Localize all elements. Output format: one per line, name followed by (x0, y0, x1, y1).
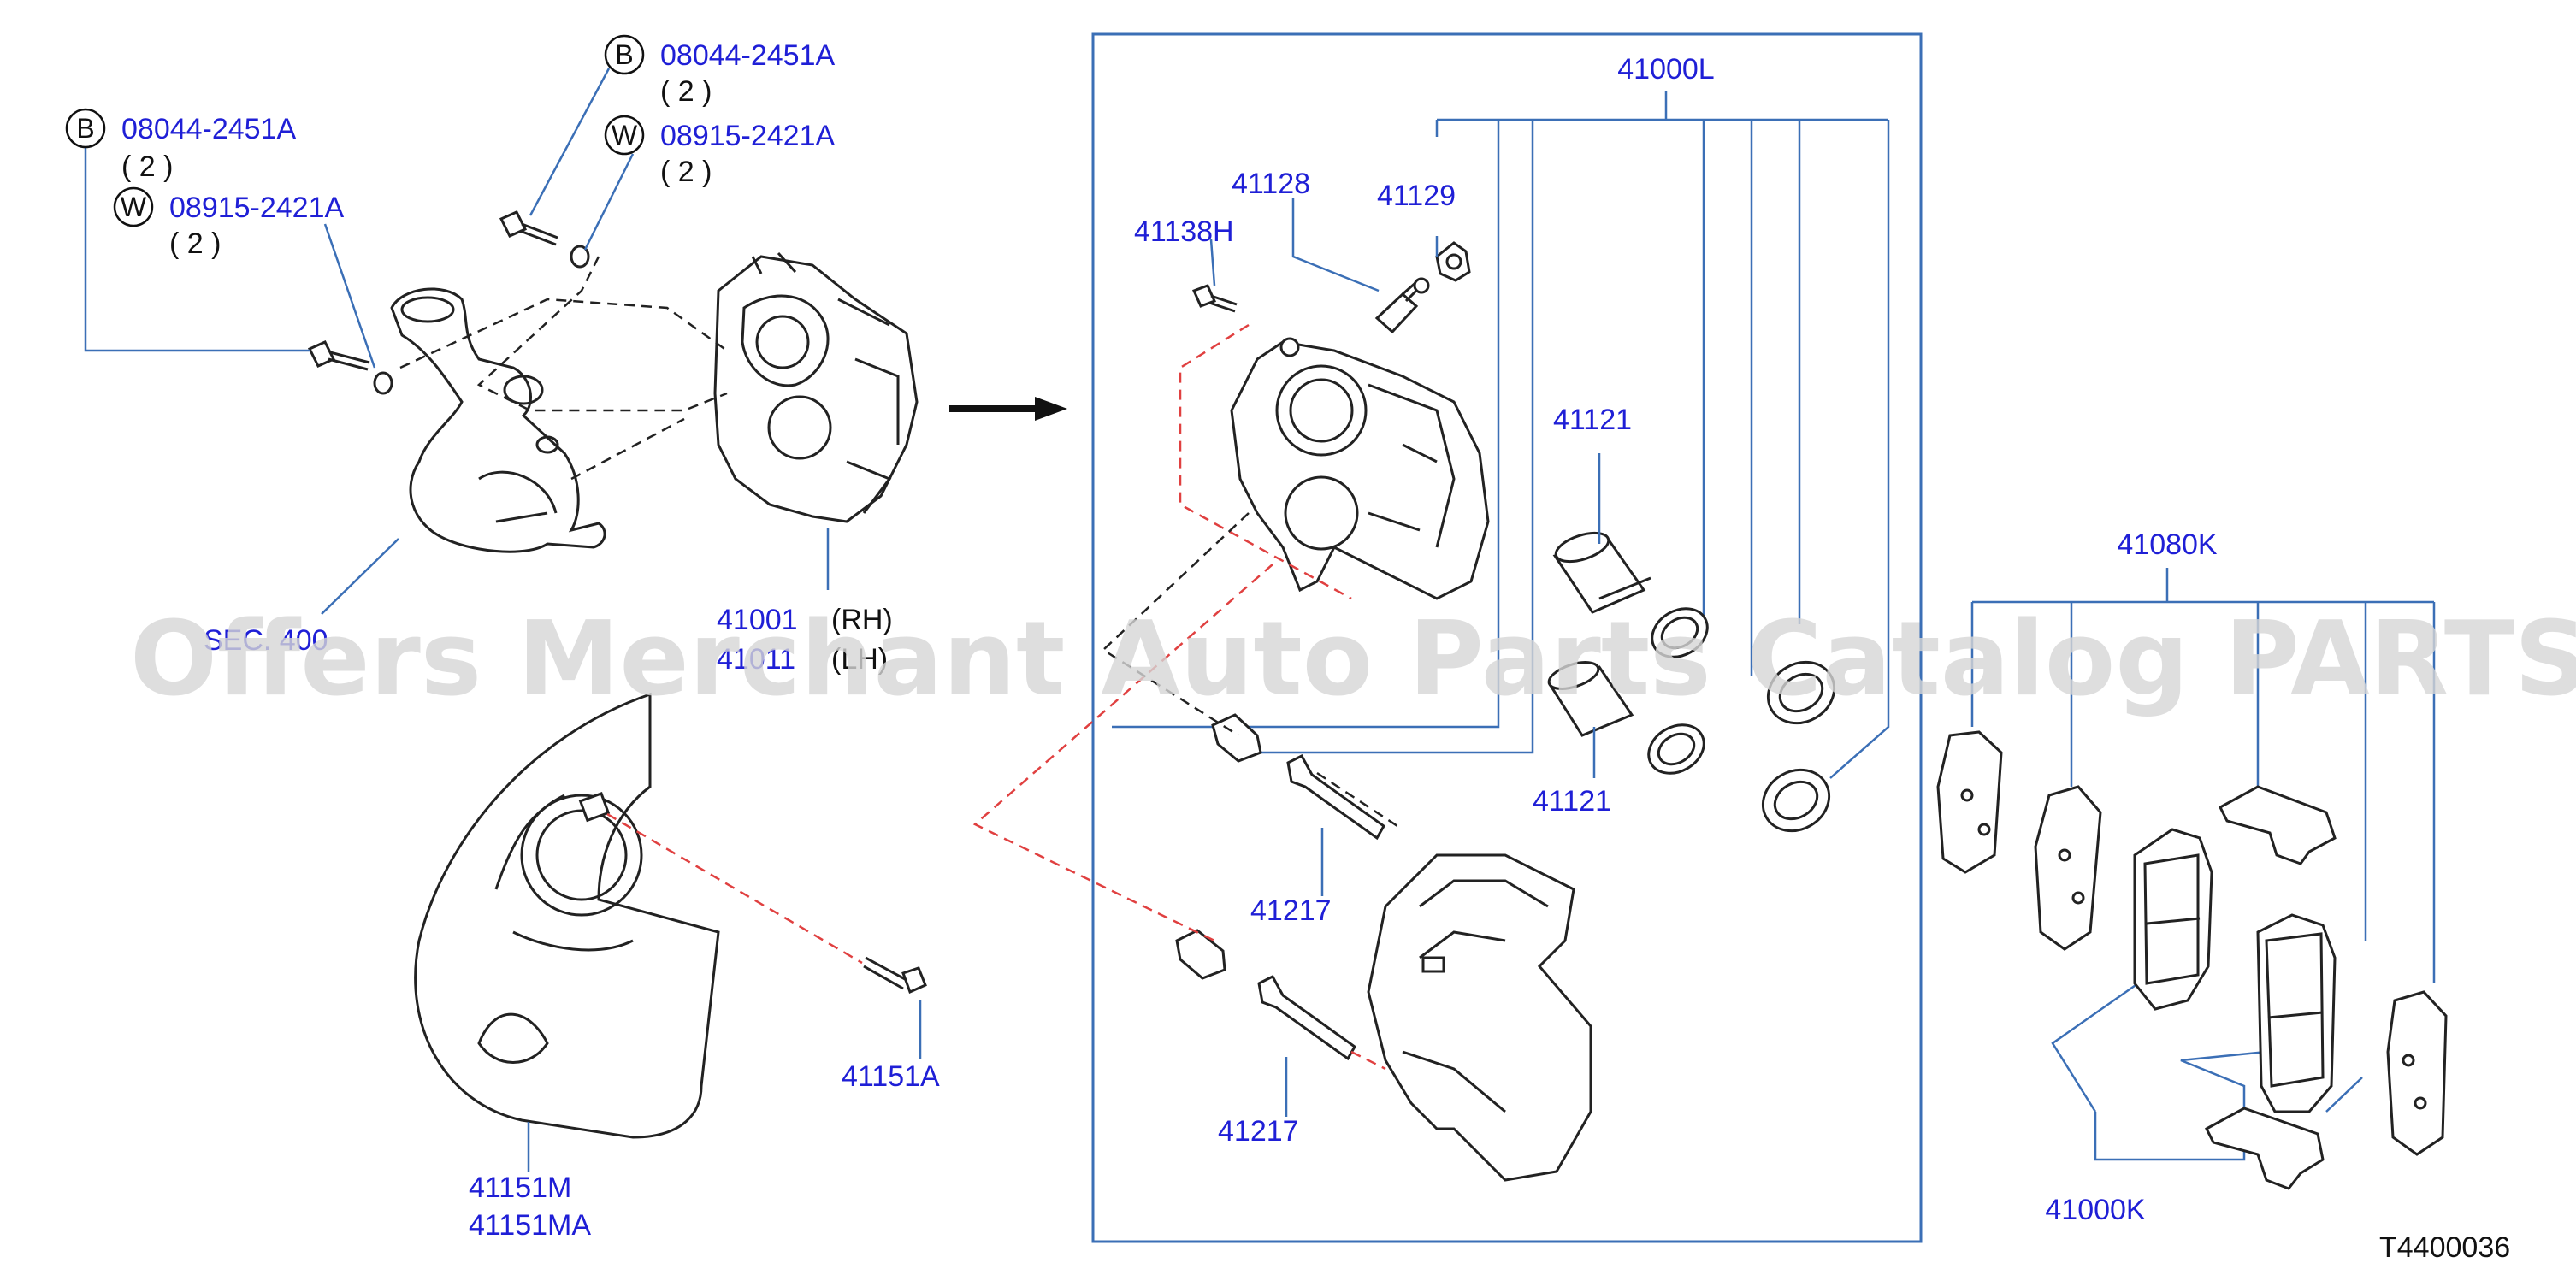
pad-clip-upper[interactable] (2219, 785, 2337, 865)
part-41217-upper[interactable]: 41217 (1250, 894, 1332, 927)
svg-text:B: B (615, 39, 633, 70)
dust-boot-2[interactable] (1752, 758, 1840, 843)
bolt-41138h[interactable] (1191, 284, 1238, 313)
bolt-qty-2: ( 2 ) (660, 75, 712, 108)
part-41138h[interactable]: 41138H (1134, 215, 1234, 248)
piston-upper[interactable] (1552, 528, 1651, 614)
bolt-part-number-1[interactable]: 08044-2451A (121, 113, 297, 145)
bolt-part-number-2[interactable]: 08044-2451A (660, 39, 836, 72)
shim-3[interactable] (2386, 990, 2448, 1156)
part-41001[interactable]: 41001 (717, 604, 798, 636)
part-41121-upper[interactable]: 41121 (1553, 404, 1632, 436)
guide-pin-lower[interactable] (1257, 975, 1356, 1061)
rh-label: (RH) (831, 604, 893, 636)
part-41121-lower[interactable]: 41121 (1533, 785, 1611, 817)
part-41011[interactable]: 41011 (717, 643, 795, 676)
arrow-icon (949, 397, 1067, 421)
brake-pad-outer[interactable] (2256, 913, 2337, 1113)
bleeder-screw-41128[interactable] (1374, 277, 1430, 334)
part-41151ma[interactable]: 41151MA (469, 1209, 591, 1242)
part-41000k[interactable]: 41000K (2045, 1194, 2146, 1226)
washer-qty-1: ( 2 ) (169, 227, 221, 260)
caliper-body[interactable] (1230, 337, 1490, 600)
pin-boot-lower[interactable] (1175, 929, 1226, 980)
brake-pad-inner[interactable] (2133, 828, 2213, 1011)
bolt-left[interactable] (307, 340, 393, 395)
circle-b-1: B (65, 108, 106, 149)
seal-ring-2[interactable] (1640, 715, 1713, 782)
caliper-assembly-left[interactable] (713, 251, 919, 523)
bleeder-cap-41129[interactable] (1435, 241, 1471, 282)
circle-b-2: B (604, 34, 645, 75)
part-41000l[interactable]: 41000L (1617, 53, 1714, 86)
washer-qty-2: ( 2 ) (660, 156, 712, 188)
circle-w-1: W (113, 186, 154, 227)
steering-knuckle[interactable] (390, 287, 606, 553)
bolt-qty-1: ( 2 ) (121, 151, 173, 183)
shim-2[interactable] (2034, 785, 2102, 951)
washer-part-number-2[interactable]: 08915-2421A (660, 120, 836, 152)
part-41129[interactable]: 41129 (1377, 180, 1456, 212)
diagram-code: T4400036 (2379, 1231, 2510, 1264)
dust-boot-1[interactable] (1757, 651, 1845, 735)
part-41080k[interactable]: 41080K (2117, 528, 2218, 561)
torque-member[interactable] (1367, 853, 1592, 1182)
watermark: Offers Merchant Auto Parts Catalog PARTS… (130, 600, 2576, 719)
bolt-upper[interactable] (499, 210, 590, 269)
kit-frame (1091, 32, 1923, 1243)
guide-pin-upper[interactable] (1286, 754, 1385, 841)
bolt-splash[interactable] (863, 956, 927, 995)
piston-lower[interactable] (1545, 657, 1634, 737)
pad-clip-lower[interactable] (2205, 1107, 2325, 1190)
part-41151m[interactable]: 41151M (469, 1172, 571, 1204)
shim-1[interactable] (1936, 730, 2003, 874)
svg-text:B: B (76, 113, 94, 144)
section-reference[interactable]: SEC. 400 (204, 624, 328, 657)
lh-label: (LH) (831, 643, 888, 676)
splash-guard[interactable] (414, 692, 720, 1139)
washer-part-number-1[interactable]: 08915-2421A (169, 192, 345, 224)
svg-text:W: W (121, 192, 147, 222)
part-41128[interactable]: 41128 (1232, 168, 1310, 200)
svg-text:W: W (612, 120, 638, 151)
seal-ring-1[interactable] (1644, 599, 1716, 666)
circle-w-2: W (604, 115, 645, 156)
pin-boot-upper[interactable] (1211, 713, 1262, 763)
part-41151a[interactable]: 41151A (842, 1060, 940, 1093)
part-41217-lower[interactable]: 41217 (1218, 1115, 1299, 1148)
